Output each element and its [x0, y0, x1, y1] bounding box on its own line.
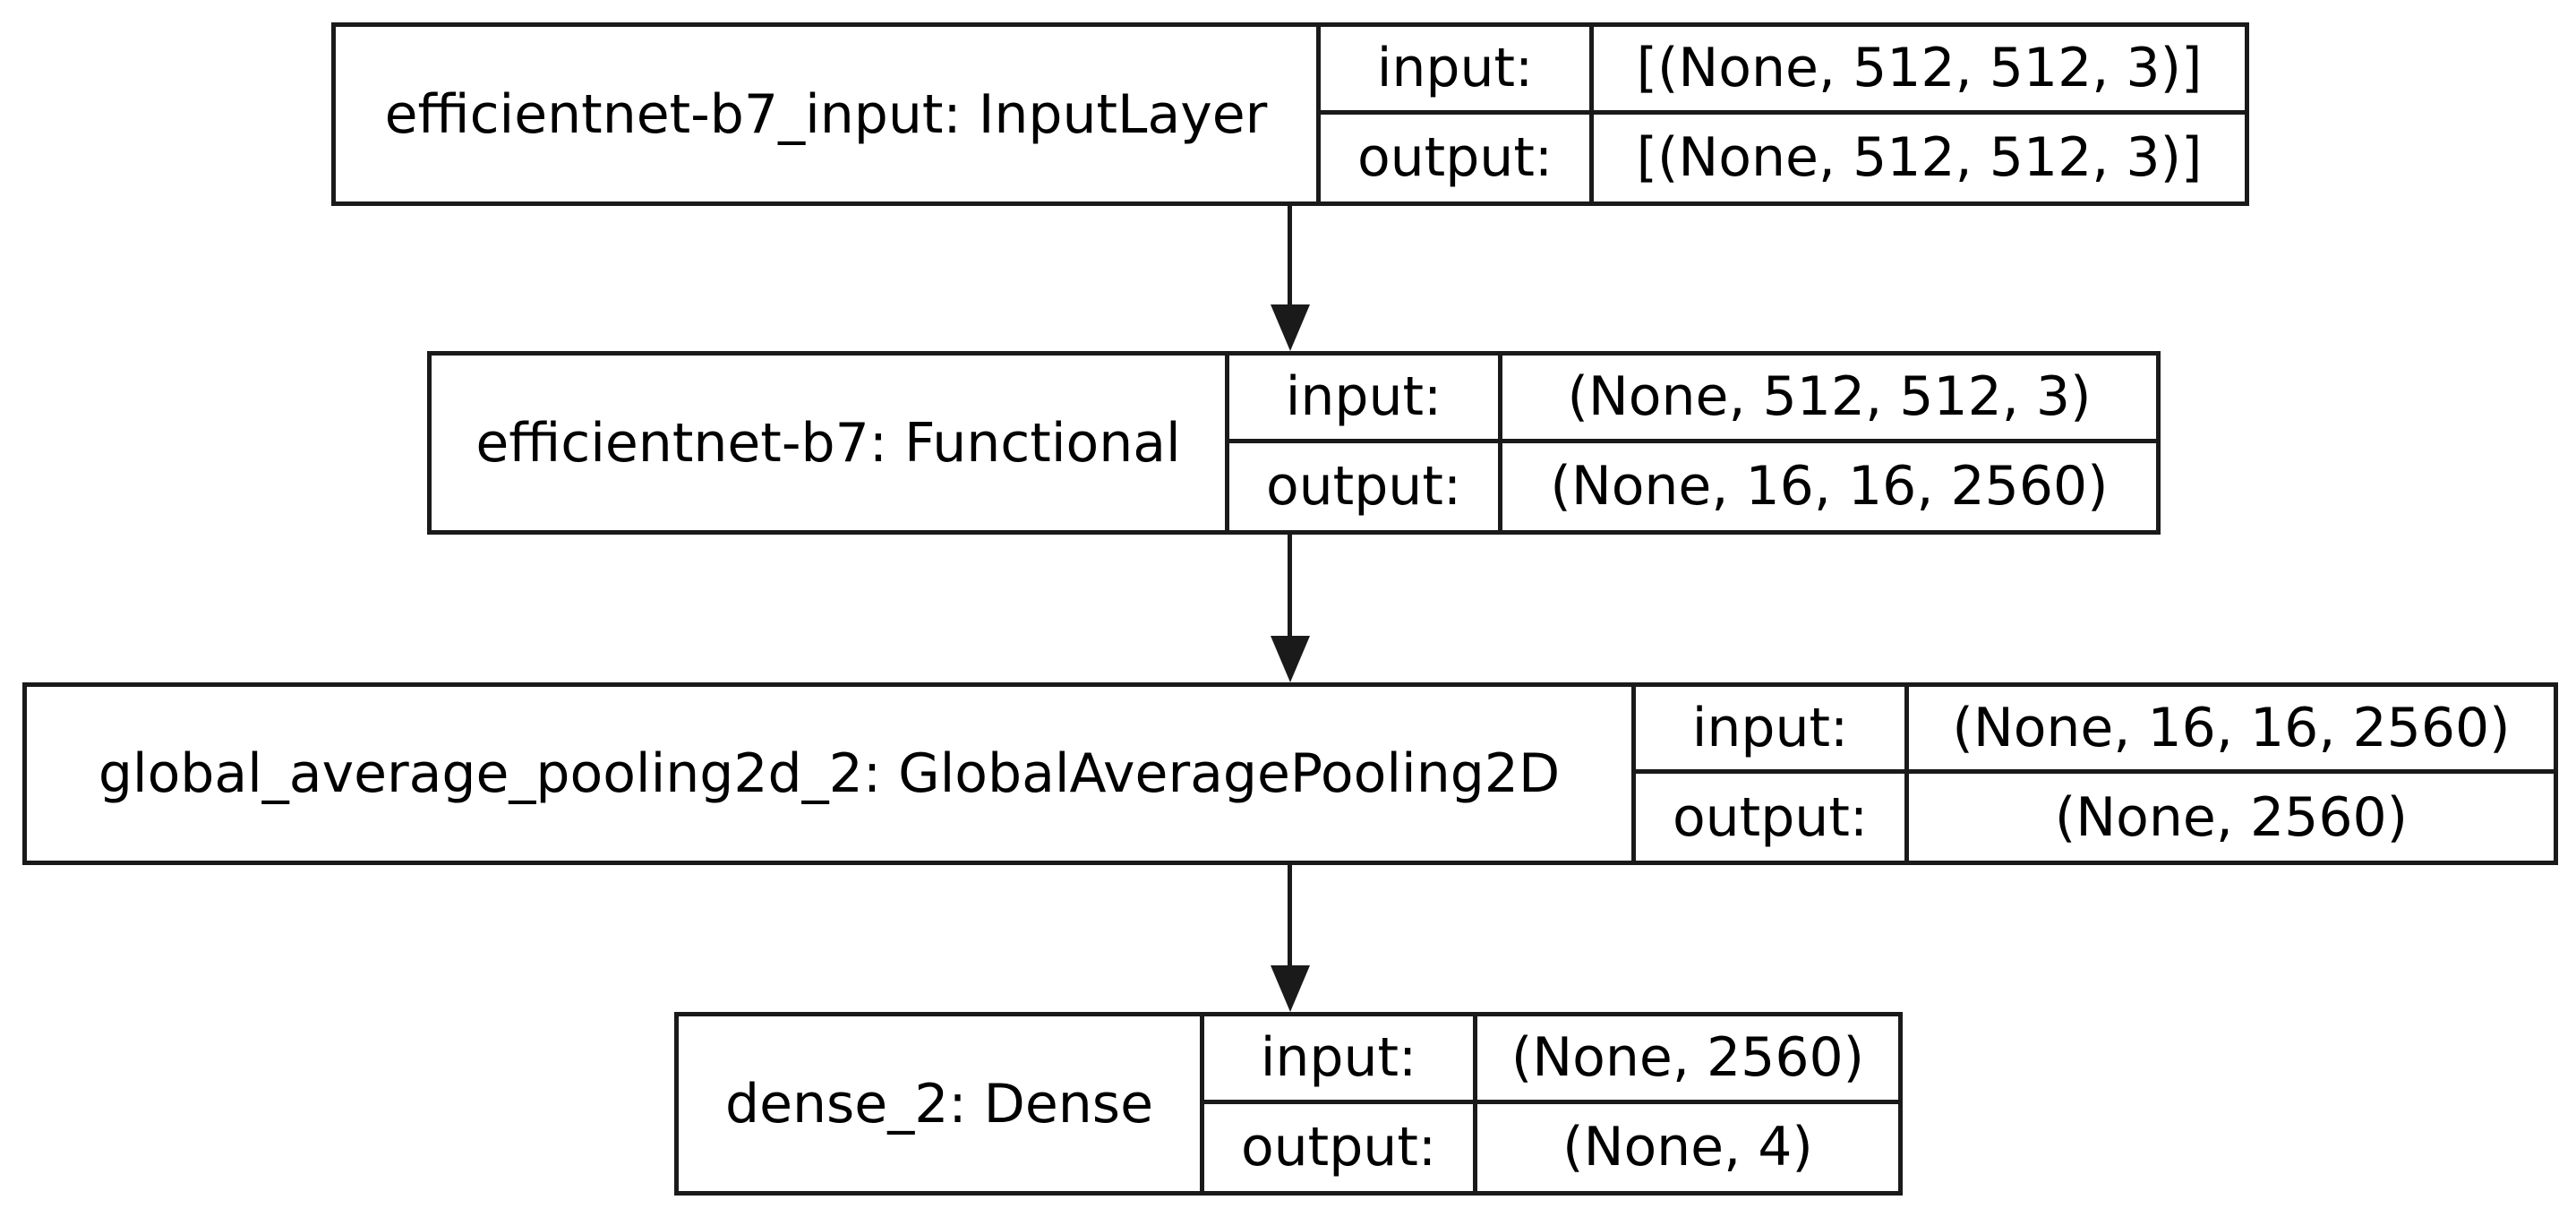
output-label: output:	[1229, 442, 1502, 530]
arrowhead-down-icon	[1271, 636, 1310, 682]
output-label: output:	[1636, 774, 1909, 861]
input-label: input:	[1229, 356, 1502, 443]
output-shape-value: [(None, 512, 512, 3)]	[1636, 126, 2203, 190]
input-label: input:	[1321, 27, 1594, 115]
arrowhead-down-icon	[1271, 304, 1310, 351]
layer-node-dense-2: dense_2: Dense input: (None, 2560) outpu…	[674, 1012, 1903, 1196]
layer-name-label: global_average_pooling2d_2: GlobalAverag…	[27, 687, 1636, 861]
input-shape-value: (None, 512, 512, 3)	[1502, 356, 2156, 443]
layer-name-label: efficientnet-b7: Functional	[432, 356, 1229, 530]
layer-node-efficientnet-b7: efficientnet-b7: Functional input: (None…	[427, 351, 2161, 535]
layer-node-efficientnet-b7-input: efficientnet-b7_input: InputLayer input:…	[331, 22, 2249, 206]
input-label: input:	[1636, 687, 1909, 774]
layer-name-label: efficientnet-b7_input: InputLayer	[336, 27, 1321, 201]
input-shape-value: (None, 2560)	[1477, 1016, 1898, 1104]
output-shape-value: (None, 16, 16, 2560)	[1550, 455, 2109, 519]
edge-line-2	[1288, 533, 1292, 639]
output-label: output:	[1204, 1103, 1477, 1191]
layer-node-global-average-pooling2d-2: global_average_pooling2d_2: GlobalAverag…	[22, 682, 2558, 865]
arrowhead-down-icon	[1271, 965, 1310, 1012]
output-label: output:	[1321, 114, 1594, 201]
layer-name-label: dense_2: Dense	[679, 1016, 1204, 1191]
edge-line-1	[1288, 204, 1292, 308]
input-label: input:	[1204, 1016, 1477, 1104]
output-shape-value: (None, 4)	[1562, 1116, 1813, 1179]
input-shape-value: (None, 16, 16, 2560)	[1909, 687, 2554, 774]
output-shape-value: (None, 2560)	[2054, 785, 2409, 849]
edge-line-3	[1288, 863, 1292, 969]
input-shape-value: [(None, 512, 512, 3)]	[1594, 27, 2245, 115]
